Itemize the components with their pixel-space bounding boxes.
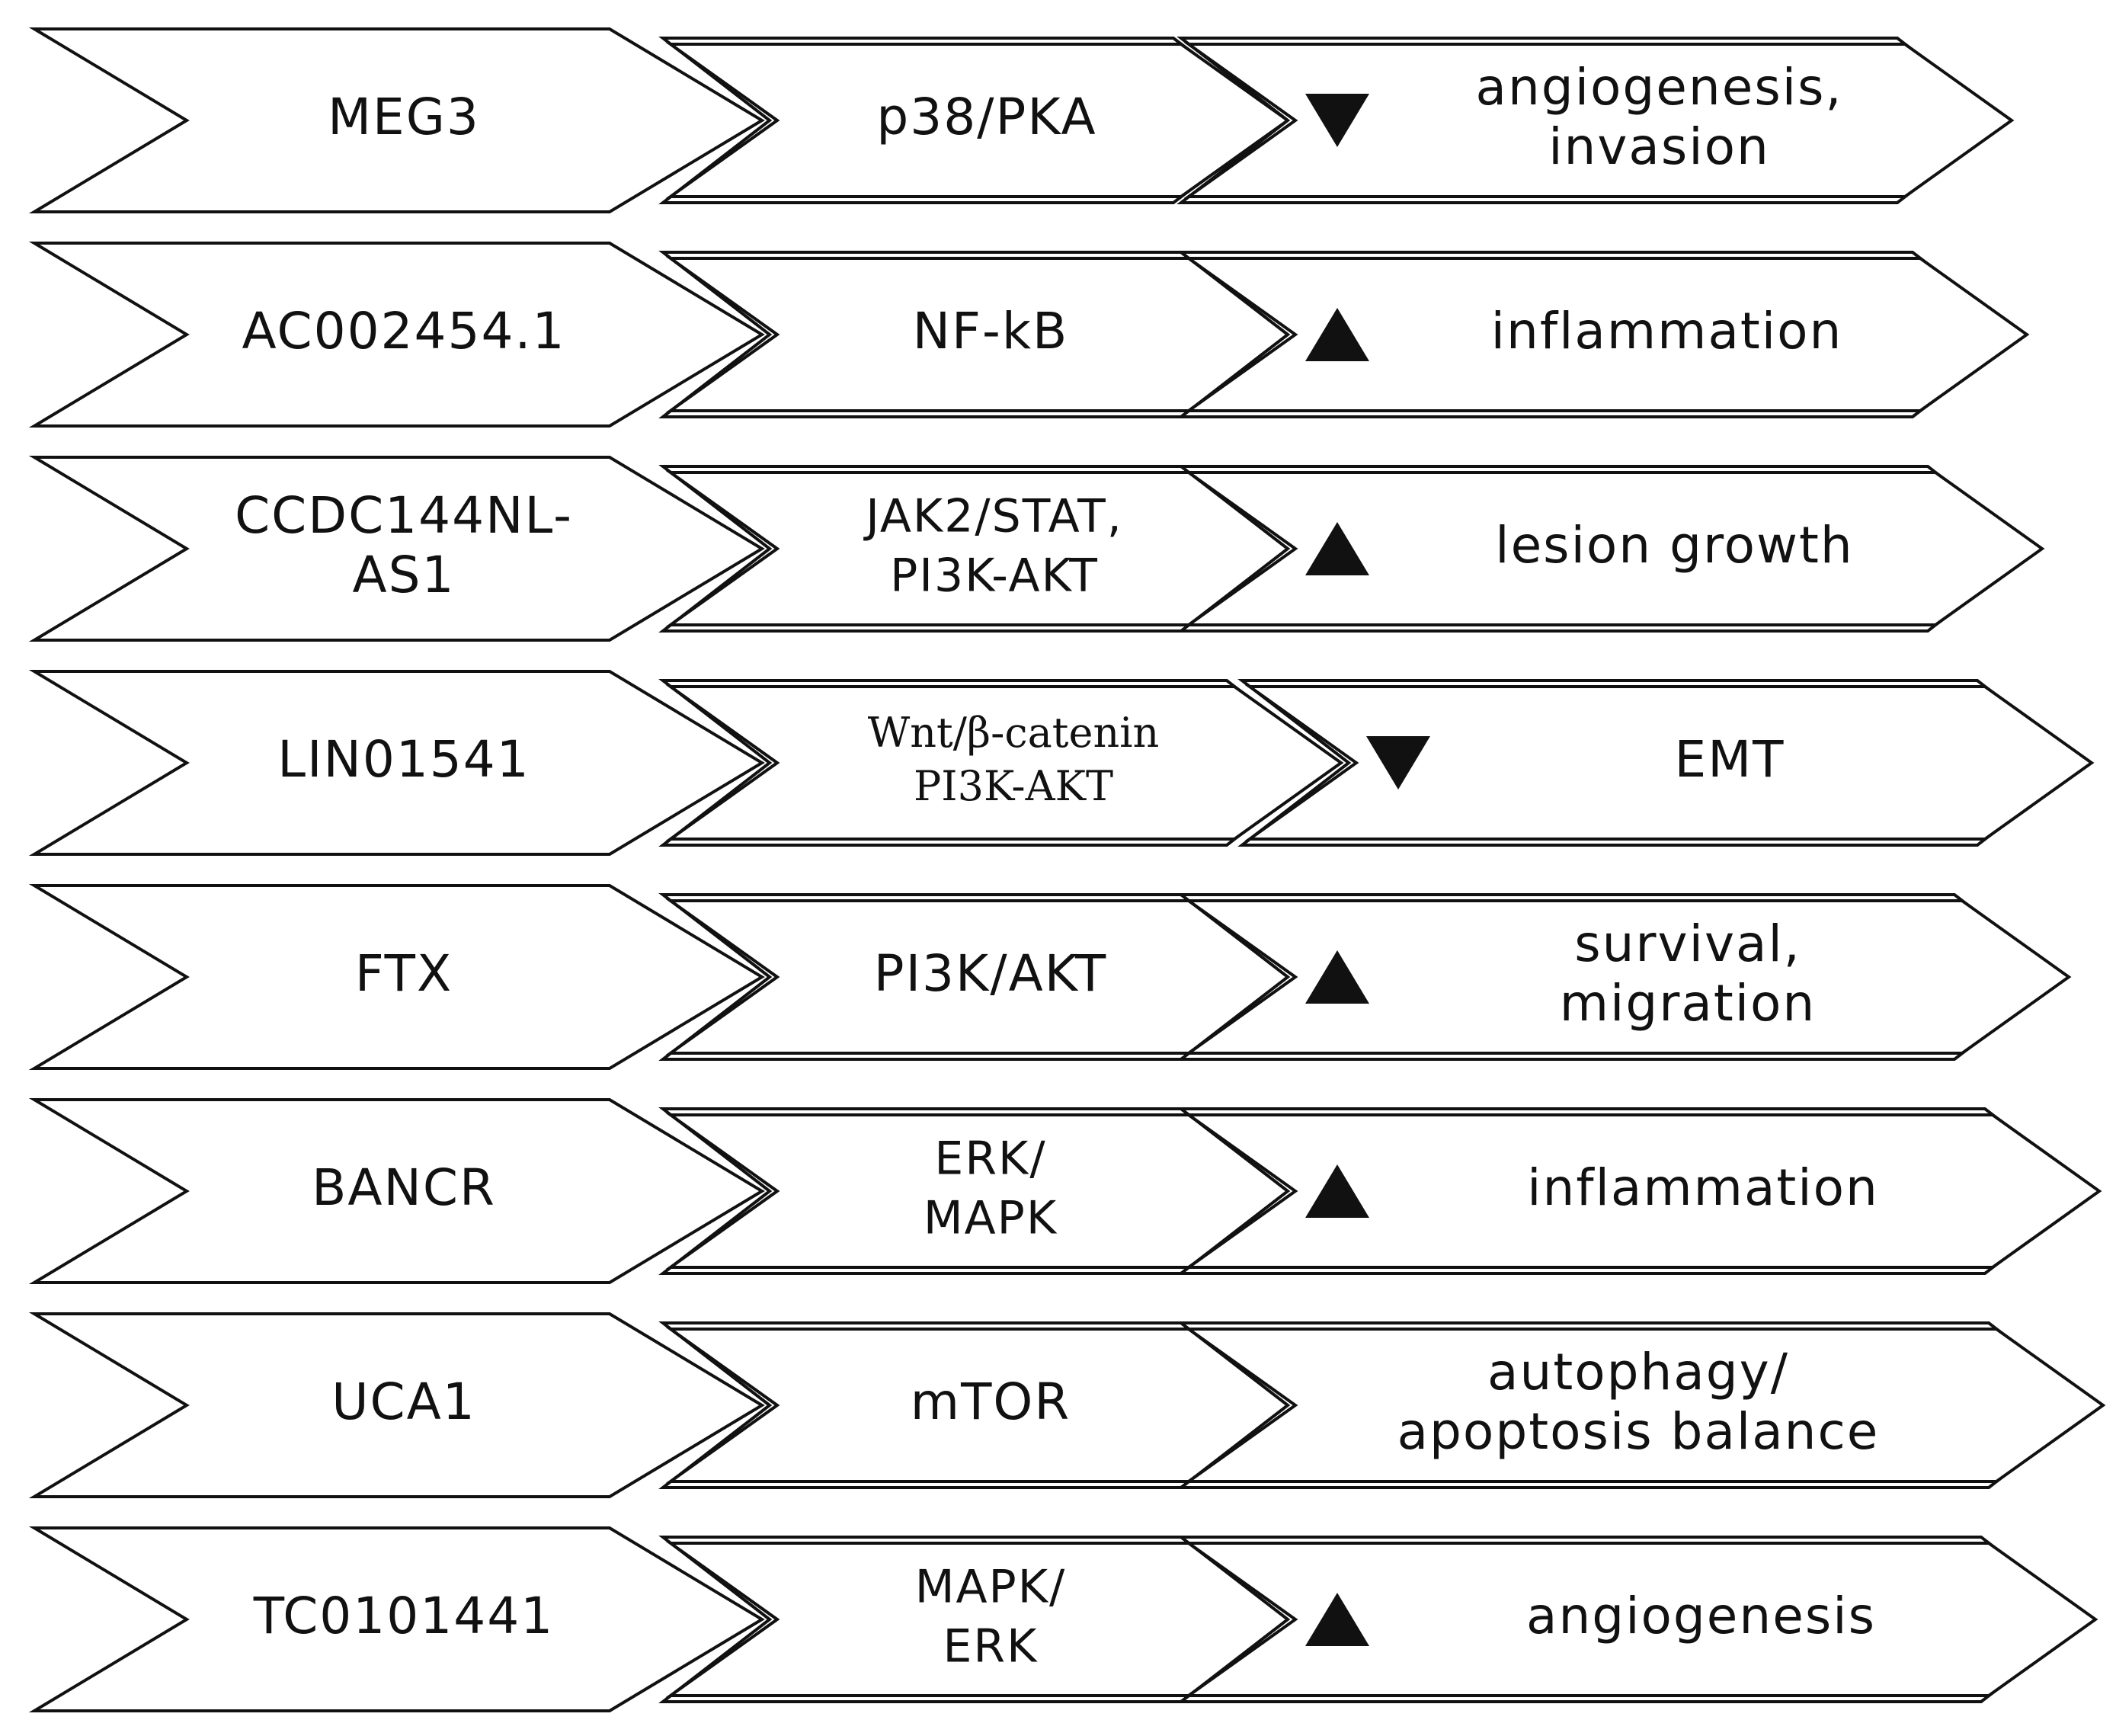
- triangle-up-icon: [1305, 308, 1369, 361]
- pathway-label-line: ERK/: [934, 1132, 1046, 1186]
- diagram-row: AC002454.1 NF-kB inflammation: [28, 242, 2030, 428]
- pathway-label-line: PI3K-AKT: [890, 549, 1099, 603]
- triangle-up-icon: [1305, 950, 1369, 1004]
- pathway-label-line: p38/PKA: [876, 88, 1096, 146]
- effect-label: autophagy/apoptosis balance: [1397, 1343, 1880, 1461]
- pathway-label-line: PI3K-AKT: [914, 762, 1113, 810]
- effect-chevron: [1183, 257, 2030, 412]
- triangle-up-icon: [1305, 1593, 1369, 1646]
- lncrna-label-line: UCA1: [331, 1372, 476, 1431]
- lncrna-chevron: [28, 670, 765, 856]
- effect-label-line: angiogenesis: [1526, 1587, 1876, 1645]
- lncrna-label: UCA1: [331, 1372, 476, 1431]
- pathway-chevron: [665, 43, 1291, 198]
- lncrna-label-line: LIN01541: [277, 730, 530, 789]
- pathway-label: NF-kB: [913, 302, 1069, 360]
- effect-label-line: inflammation: [1491, 302, 1843, 360]
- pathway-label-line: ERK: [943, 1620, 1039, 1674]
- effect-label-line: lesion growth: [1495, 516, 1854, 575]
- lncrna-label: AC002454.1: [242, 302, 566, 360]
- lncrna-chevron: [28, 1098, 765, 1284]
- diagram-row: MEG3 p38/PKA angiogenesis,invasion: [28, 27, 2015, 213]
- triangle-down-icon: [1305, 94, 1369, 147]
- diagram-row: UCA1 mTOR autophagy/apoptosis balance: [28, 1312, 2106, 1498]
- lncrna-label-line: MEG3: [328, 88, 480, 146]
- pathway-label: PI3K/AKT: [874, 944, 1107, 1003]
- effect-label-line: apoptosis balance: [1397, 1402, 1880, 1461]
- effect-label-line: angiogenesis,: [1476, 58, 1843, 117]
- effect-label-line: survival,: [1574, 914, 1801, 973]
- pathway-label-line: JAK2/STAT,: [863, 490, 1123, 543]
- triangle-down-icon: [1366, 736, 1430, 790]
- lncrna-chevron: [28, 884, 765, 1070]
- pathway-label-line: Wnt/β-catenin: [868, 709, 1160, 757]
- effect-label-line: EMT: [1675, 730, 1785, 789]
- lncrna-label: FTX: [355, 944, 453, 1003]
- lncrna-label: MEG3: [328, 88, 480, 146]
- effect-chevron: [1244, 685, 2095, 841]
- lncrna-label: TC0101441: [253, 1587, 554, 1645]
- pathway-label-line: MAPK: [924, 1192, 1058, 1245]
- lncrna-chevron: [28, 242, 765, 428]
- diagram-row: BANCR ERK/MAPK inflammation: [28, 1098, 2102, 1284]
- effect-label: survival,migration: [1560, 914, 1817, 1033]
- triangle-up-icon: [1305, 522, 1369, 575]
- effect-chevron: [1183, 471, 2045, 626]
- pathway-label: JAK2/STAT, PI3K-AKT: [863, 490, 1123, 603]
- effect-label: EMT: [1675, 730, 1785, 789]
- lncrna-label-line: AC002454.1: [242, 302, 566, 360]
- lncrna-label: LIN01541: [277, 730, 530, 789]
- effect-chevron: [1183, 43, 2015, 198]
- pathway-chevron: [665, 685, 1344, 841]
- lncrna-chevron: [28, 1312, 765, 1498]
- lncrna-label-line: CCDC144NL-: [235, 486, 573, 545]
- effect-chevron: [1183, 1328, 2106, 1483]
- lncrna-chevron: [28, 456, 765, 642]
- pathway-label-line: PI3K/AKT: [874, 944, 1107, 1003]
- effect-label-line: autophagy/: [1487, 1343, 1789, 1401]
- effect-label: inflammation: [1527, 1158, 1879, 1217]
- triangle-up-icon: [1305, 1164, 1369, 1218]
- lncrna-label-line: AS1: [352, 546, 455, 604]
- lncrna-chevron: [28, 1526, 765, 1712]
- effect-label-line: inflammation: [1527, 1158, 1879, 1217]
- effect-label: lesion growth: [1495, 516, 1854, 575]
- lncrna-label: BANCR: [312, 1158, 496, 1217]
- pathway-label: MAPK/ERK: [915, 1561, 1067, 1674]
- effect-label: angiogenesis: [1526, 1587, 1876, 1645]
- effect-label-line: migration: [1560, 974, 1817, 1033]
- effect-label: inflammation: [1491, 302, 1843, 360]
- effect-chevron: [1183, 1542, 2098, 1697]
- lncrna-label-line: FTX: [355, 944, 453, 1003]
- lncrna-label-line: BANCR: [312, 1158, 496, 1217]
- lncrna-label-line: TC0101441: [253, 1587, 554, 1645]
- effect-label: angiogenesis,invasion: [1476, 58, 1843, 176]
- lncrna-label: CCDC144NL-AS1: [235, 486, 573, 604]
- effect-label-line: invasion: [1548, 117, 1770, 176]
- diagram-row: TC0101441 MAPK/ERK angiogenesis: [28, 1526, 2098, 1712]
- effect-chevron: [1183, 1113, 2102, 1269]
- effect-chevron: [1183, 899, 2072, 1055]
- pathway-label-line: mTOR: [911, 1372, 1071, 1431]
- diagram-row: FTX PI3K/AKT survival,migration: [28, 884, 2072, 1070]
- pathway-label-line: NF-kB: [913, 302, 1069, 360]
- pathway-label-line: MAPK/: [915, 1561, 1067, 1614]
- pathway-label: p38/PKA: [876, 88, 1096, 146]
- pathway-label: ERK/MAPK: [924, 1132, 1058, 1245]
- diagram-row: CCDC144NL-AS1 JAK2/STAT, PI3K-AKT lesion gr…: [28, 456, 2045, 642]
- lncrna-chevron: [28, 27, 765, 213]
- pathway-label: mTOR: [911, 1372, 1071, 1431]
